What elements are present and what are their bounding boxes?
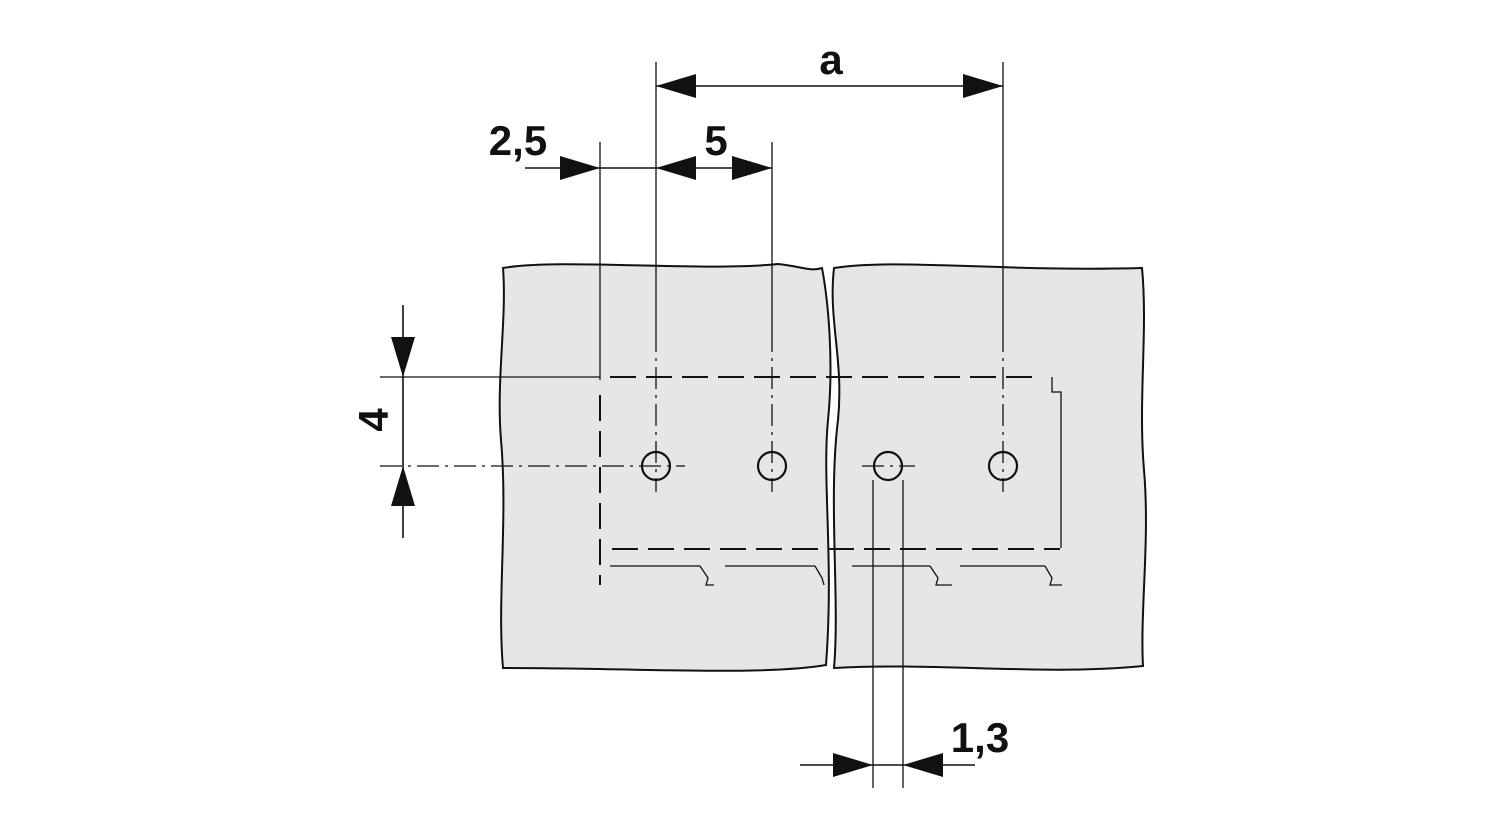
dimension-pitch-label: 5 xyxy=(704,117,727,164)
dimension-hole-diameter-label: 1,3 xyxy=(951,714,1009,761)
extension-lines xyxy=(380,62,1004,788)
dimension-a: a xyxy=(656,36,1003,98)
arrow-left-head xyxy=(656,156,696,180)
dimension-row-offset: 4 xyxy=(350,305,415,538)
dimension-row-offset-label: 4 xyxy=(350,408,397,432)
board-section-left xyxy=(498,262,832,672)
component-outline xyxy=(599,376,1062,586)
arrow-right-head xyxy=(833,753,873,777)
arrow-right-head xyxy=(560,156,600,180)
dimension-a-label: a xyxy=(819,36,843,83)
arrow-right-head xyxy=(732,156,772,180)
dimension-offset-label: 2,5 xyxy=(489,117,547,164)
arrow-down-head xyxy=(391,337,415,377)
dimension-hole-diameter: 1,3 xyxy=(800,714,1009,777)
center-lines xyxy=(380,330,1004,492)
arrow-right-head xyxy=(963,74,1003,98)
arrow-up-head xyxy=(391,466,415,506)
arrow-left-head xyxy=(656,74,696,98)
dimension-offset-pitch: 2,5 5 xyxy=(489,117,772,180)
arrow-left-head xyxy=(903,753,943,777)
